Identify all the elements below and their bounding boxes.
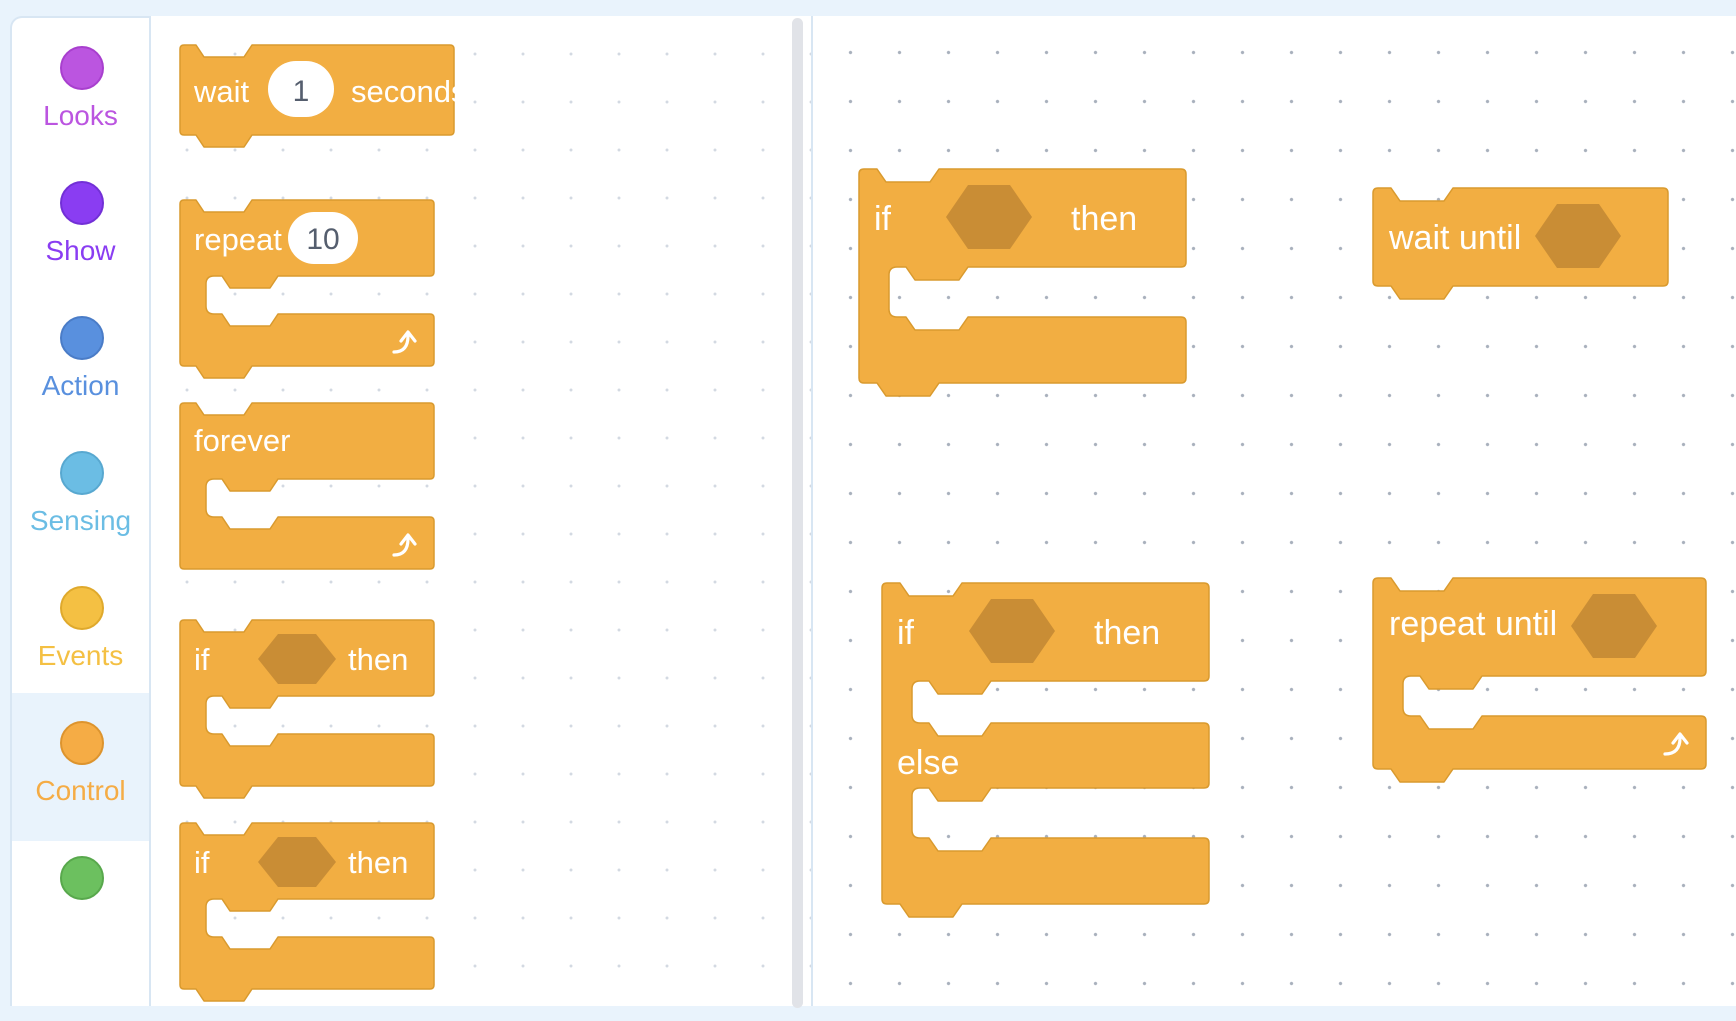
seconds-input[interactable] [268, 61, 334, 117]
category-looks[interactable]: Looks [12, 18, 149, 166]
category-label: Sensing [29, 505, 132, 536]
action-dot-icon [60, 316, 104, 360]
control-dot-icon [60, 721, 104, 765]
wait-seconds-block[interactable]: wait 1 seconds [178, 43, 466, 163]
category-label: Looks [43, 100, 118, 131]
category-show[interactable]: Show [12, 153, 149, 301]
if-label: if [897, 614, 915, 652]
else-label: else [897, 744, 959, 782]
if-else-block[interactable]: if then else [880, 581, 1220, 941]
repeat-label: repeat [194, 222, 282, 257]
forever-label: forever [194, 423, 290, 458]
category-label: Events [37, 640, 124, 671]
loop-arrow-icon [1663, 732, 1689, 756]
forever-block[interactable]: forever [178, 401, 438, 601]
then-label: then [1094, 614, 1160, 652]
seconds-value: 1 [293, 75, 310, 108]
loop-arrow-icon [392, 330, 417, 354]
block-palette: wait 1 seconds repeat 10 forever [151, 16, 811, 1006]
category-label: Show [45, 235, 116, 266]
repeat-count-input[interactable] [288, 212, 358, 264]
loop-arrow-icon [392, 533, 417, 557]
code-workspace[interactable]: if then wait until if then else repeat u… [813, 16, 1736, 1006]
condition-slot[interactable] [1571, 594, 1657, 658]
show-dot-icon [60, 181, 104, 225]
looks-dot-icon [60, 46, 104, 90]
category-label: Control [35, 775, 126, 806]
if-label: if [194, 845, 210, 880]
wait-label: wait [193, 74, 250, 109]
category-action[interactable]: Action [12, 288, 149, 436]
repeat-block[interactable]: repeat 10 [178, 198, 438, 398]
operators-dot-icon [60, 856, 104, 900]
palette-scrollbar[interactable] [792, 18, 803, 1008]
app-window: Looks Show Action Sensing Events Control [10, 16, 1736, 1008]
if-label: if [874, 200, 892, 238]
wait-until-block[interactable]: wait until [1371, 186, 1681, 316]
category-control[interactable]: Control [12, 693, 149, 841]
if-then-block[interactable]: if then [178, 821, 438, 1021]
then-label: then [348, 845, 408, 880]
repeat-until-block[interactable]: repeat until [1371, 576, 1716, 806]
condition-slot[interactable] [1535, 204, 1621, 268]
repeat-count-value: 10 [306, 223, 339, 256]
category-sidebar: Looks Show Action Sensing Events Control [10, 16, 151, 1006]
if-label: if [194, 642, 210, 677]
category-operators[interactable] [12, 828, 149, 976]
condition-slot[interactable] [258, 634, 336, 684]
condition-slot[interactable] [258, 837, 336, 887]
then-label: then [1071, 200, 1137, 238]
condition-slot[interactable] [946, 185, 1032, 249]
sensing-dot-icon [60, 451, 104, 495]
category-events[interactable]: Events [12, 558, 149, 706]
condition-slot[interactable] [969, 599, 1055, 663]
repeat-until-label: repeat until [1389, 605, 1557, 643]
then-label: then [348, 642, 408, 677]
wait-until-label: wait until [1388, 219, 1521, 257]
if-then-block[interactable]: if then [857, 167, 1197, 407]
category-sensing[interactable]: Sensing [12, 423, 149, 571]
category-label: Action [41, 370, 120, 401]
panel-divider [811, 16, 813, 1006]
events-dot-icon [60, 586, 104, 630]
if-then-block[interactable]: if then [178, 618, 438, 818]
seconds-label: seconds [351, 74, 466, 109]
